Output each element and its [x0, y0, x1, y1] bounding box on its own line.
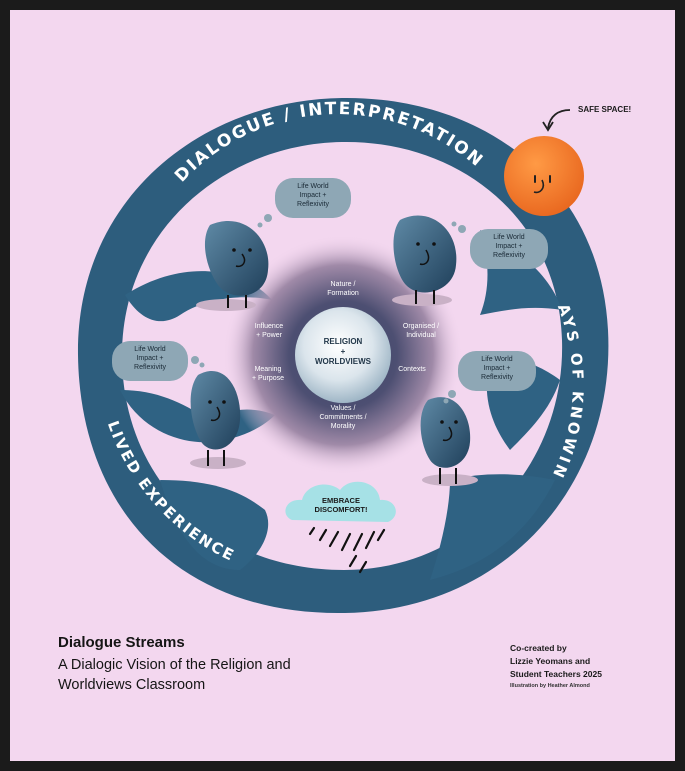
center-title: RELIGION + WORLDVIEWS: [293, 337, 393, 367]
arrow-head-icon: [542, 121, 554, 132]
rain: [308, 526, 386, 574]
cloud-line-2: DISCOMFORT!: [314, 505, 368, 514]
bubble-line: Life World: [481, 356, 513, 363]
label-organised: Organised / Individual: [386, 322, 456, 340]
character-top-right: [392, 215, 457, 306]
center-line-3: WORLDVIEWS: [315, 357, 371, 366]
diagram-artwork: DIALOGUE / INTERPRETATION WAYS OF KNOWIN…: [10, 10, 631, 614]
bubble-line: Life World: [297, 183, 329, 190]
label-line: Organised /: [402, 323, 440, 330]
label-line: Commitments /: [319, 414, 367, 421]
bubble-text-3: Life World Impact + Reflexivity: [112, 345, 188, 372]
bubble-line: Reflexivity: [134, 364, 166, 371]
thought-bubble-4: [443, 351, 536, 404]
bubble-line: Impact +: [136, 355, 164, 362]
bubble-line: Impact +: [483, 365, 511, 372]
label-line: Individual: [406, 332, 436, 339]
bubble-text-4: Life World Impact + Reflexivity: [458, 355, 536, 382]
bubble-line: Reflexivity: [481, 374, 513, 381]
label-line: + Purpose: [251, 375, 285, 382]
credit-line-3: Student Teachers 2025: [510, 669, 602, 679]
label-values: Values / Commitments / Morality: [295, 404, 391, 431]
character-top-left: [196, 221, 269, 311]
label-line: Contexts: [398, 366, 426, 373]
cloud: [285, 481, 396, 522]
bubble-text-2: Life World Impact + Reflexivity: [470, 233, 548, 260]
bubble-line: Life World: [134, 346, 166, 353]
label-influence: Influence + Power: [238, 322, 300, 340]
bubble-line: Impact +: [495, 243, 523, 250]
label-nature: Nature / Formation: [302, 280, 384, 298]
bubble-line: Impact +: [299, 192, 327, 199]
label-contexts: Contexts: [386, 365, 438, 374]
label-line: + Power: [256, 332, 282, 339]
label-line: Morality: [330, 423, 356, 430]
label-line: Values /: [330, 405, 356, 412]
sun-character: [504, 136, 584, 216]
arrow-icon: [547, 109, 571, 129]
caption-title: Dialogue Streams: [58, 634, 185, 651]
bubble-text-1: Life World Impact + Reflexivity: [275, 182, 351, 209]
bubble-line: Reflexivity: [493, 252, 525, 259]
center-core: [295, 307, 391, 403]
label-line: Influence: [254, 323, 284, 330]
illustrator-credit: Illustration by Heather Almond: [510, 683, 590, 689]
credit-line-1: Co-created by: [510, 643, 567, 653]
label-line: Nature /: [330, 281, 356, 288]
bubble-line: Reflexivity: [297, 201, 329, 208]
character-right: [420, 397, 478, 486]
character-left: [190, 371, 246, 469]
cloud-text: EMBRACE DISCOMFORT!: [296, 496, 386, 514]
center-line-1: RELIGION: [323, 337, 363, 346]
label-line: Formation: [327, 290, 359, 297]
thought-bubble-1: [257, 178, 351, 228]
cloud-line-1: EMBRACE: [322, 496, 360, 505]
thought-bubble-2: [451, 221, 548, 269]
credit-block: Co-created by Lizzie Yeomans and Student…: [510, 642, 650, 681]
bubble-line: Life World: [493, 234, 525, 241]
label-meaning: Meaning + Purpose: [235, 365, 301, 383]
caption-subtitle: A Dialogic Vision of the Religion and Wo…: [58, 657, 291, 693]
credit-line-2: Lizzie Yeomans and: [510, 656, 591, 666]
center-line-2: +: [340, 347, 346, 356]
thought-bubble-3: [112, 341, 205, 381]
poster: DIALOGUE / INTERPRETATION WAYS OF KNOWIN…: [10, 10, 675, 761]
label-line: Meaning: [254, 366, 282, 373]
safe-space-label: SAFE SPACE!: [578, 105, 631, 114]
